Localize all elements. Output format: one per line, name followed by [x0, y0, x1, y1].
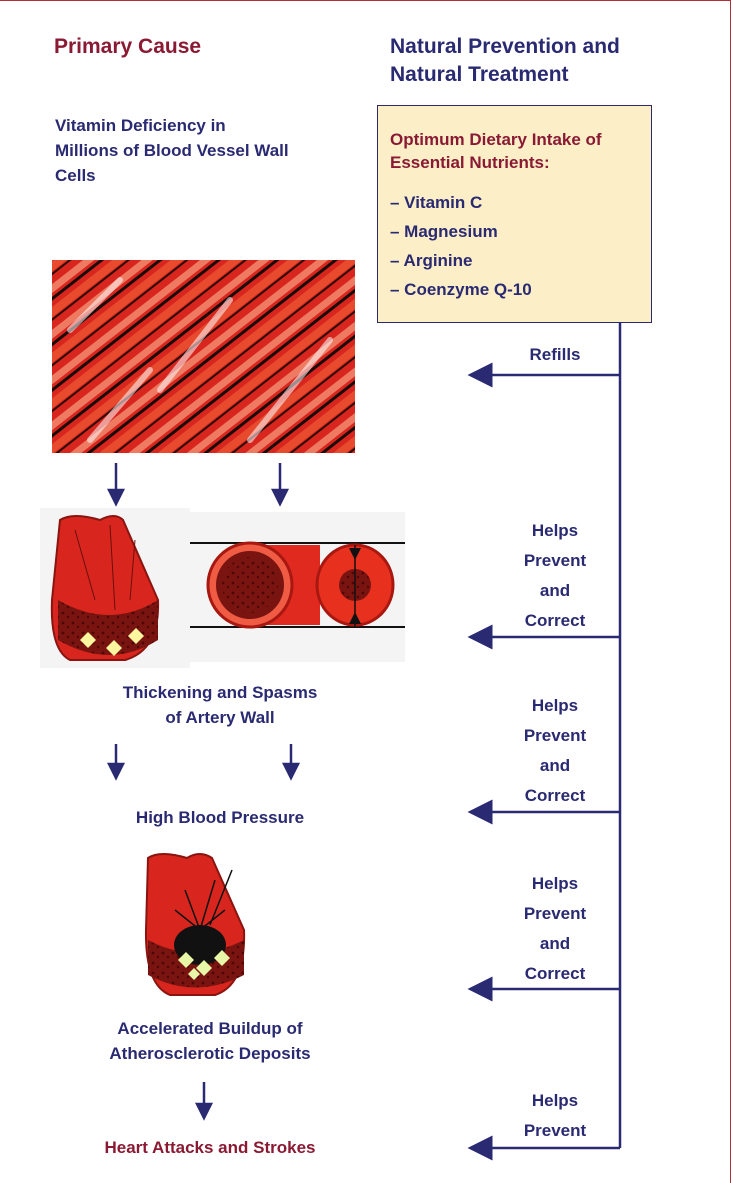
- blood-vessel-cells-image: [52, 260, 355, 453]
- action-word: and: [505, 751, 605, 781]
- action-word: Helps: [505, 516, 605, 546]
- action-label-2: Helps Prevent and Correct: [505, 691, 605, 811]
- action-word: Helps: [505, 869, 605, 899]
- action-word: Correct: [505, 606, 605, 636]
- action-word: Prevent: [505, 546, 605, 576]
- buildup-label-line2: Atherosclerotic Deposits: [60, 1042, 360, 1066]
- buildup-label-line1: Accelerated Buildup of: [60, 1017, 360, 1041]
- action-word: Helps: [505, 691, 605, 721]
- high-blood-pressure-label: High Blood Pressure: [80, 806, 360, 830]
- action-label-4: Helps Prevent: [505, 1086, 605, 1146]
- atherosclerotic-artery-illustration: [146, 854, 244, 995]
- action-word: Helps: [505, 1086, 605, 1116]
- artery-tube-illustrations: [190, 512, 405, 662]
- action-word: Correct: [505, 959, 605, 989]
- heart-attacks-label: Heart Attacks and Strokes: [60, 1136, 360, 1160]
- action-word: Correct: [505, 781, 605, 811]
- action-word: Prevent: [505, 899, 605, 929]
- action-word: Prevent: [505, 1116, 605, 1146]
- action-word: and: [505, 929, 605, 959]
- action-label-3: Helps Prevent and Correct: [505, 869, 605, 989]
- thickening-label-line2: of Artery Wall: [80, 706, 360, 730]
- thickening-label-line1: Thickening and Spasms: [80, 681, 360, 705]
- down-arrows-top: [109, 463, 287, 504]
- action-label-1: Helps Prevent and Correct: [505, 516, 605, 636]
- refills-label: Refills: [505, 343, 605, 367]
- down-arrows-middle: [109, 744, 298, 778]
- down-arrow-bottom: [197, 1082, 211, 1118]
- action-word: and: [505, 576, 605, 606]
- action-word: Prevent: [505, 721, 605, 751]
- artery-wall-illustration: [40, 508, 190, 668]
